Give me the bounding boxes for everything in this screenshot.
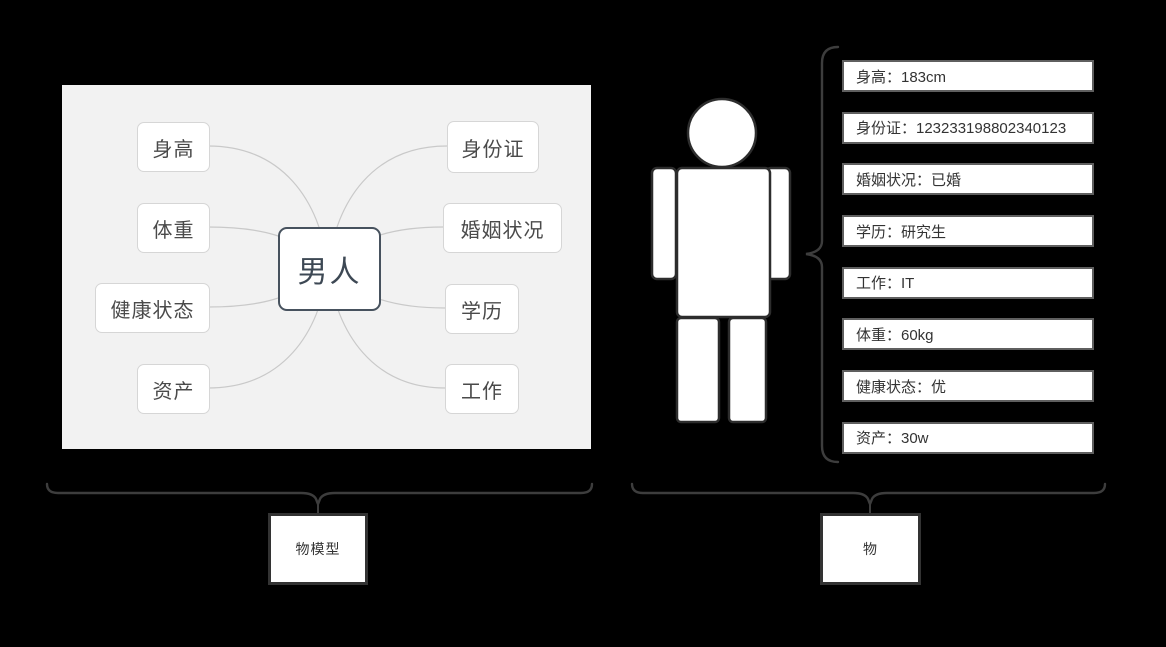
person-left-leg [675,316,721,424]
person-figure [650,97,792,424]
attribute-weight: 体重：60kg [842,318,1094,351]
attribute-education: 学历：研究生 [842,215,1094,248]
thing-model-panel: 身高 体重 健康状态 资产 男人 身份证 婚姻状况 学历 工作 [62,85,591,449]
attribute-job: 工作：IT [842,266,1094,299]
node-education: 学历 [445,284,519,334]
person-left-arm [650,166,678,281]
node-assets: 资产 [137,364,210,414]
thing-label: 物 [820,513,921,585]
thing-model-brace [45,482,594,508]
attribute-assets: 资产：30w [842,421,1094,454]
node-id-card: 身份证 [447,121,539,173]
attribute-id-card: 身份证：123233198802340123 [842,111,1094,144]
node-height: 身高 [137,122,210,172]
thing-brace [630,482,1107,508]
person-right-leg [727,316,768,424]
node-job: 工作 [445,364,519,414]
attribute-health-status: 健康状态：优 [842,370,1094,403]
attributes-brace [805,45,840,464]
attribute-list: 身高：183cm 身份证：123233198802340123 婚姻状况：已婚 … [842,60,1094,454]
attribute-marital-status: 婚姻状况：已婚 [842,163,1094,196]
node-man-center: 男人 [278,227,381,311]
node-weight: 体重 [137,203,210,253]
node-marital-status: 婚姻状况 [443,203,562,253]
thing-model-label: 物模型 [268,513,368,585]
person-head [686,97,758,169]
node-health-status: 健康状态 [95,283,210,333]
attribute-height: 身高：183cm [842,60,1094,92]
person-body [675,166,772,319]
